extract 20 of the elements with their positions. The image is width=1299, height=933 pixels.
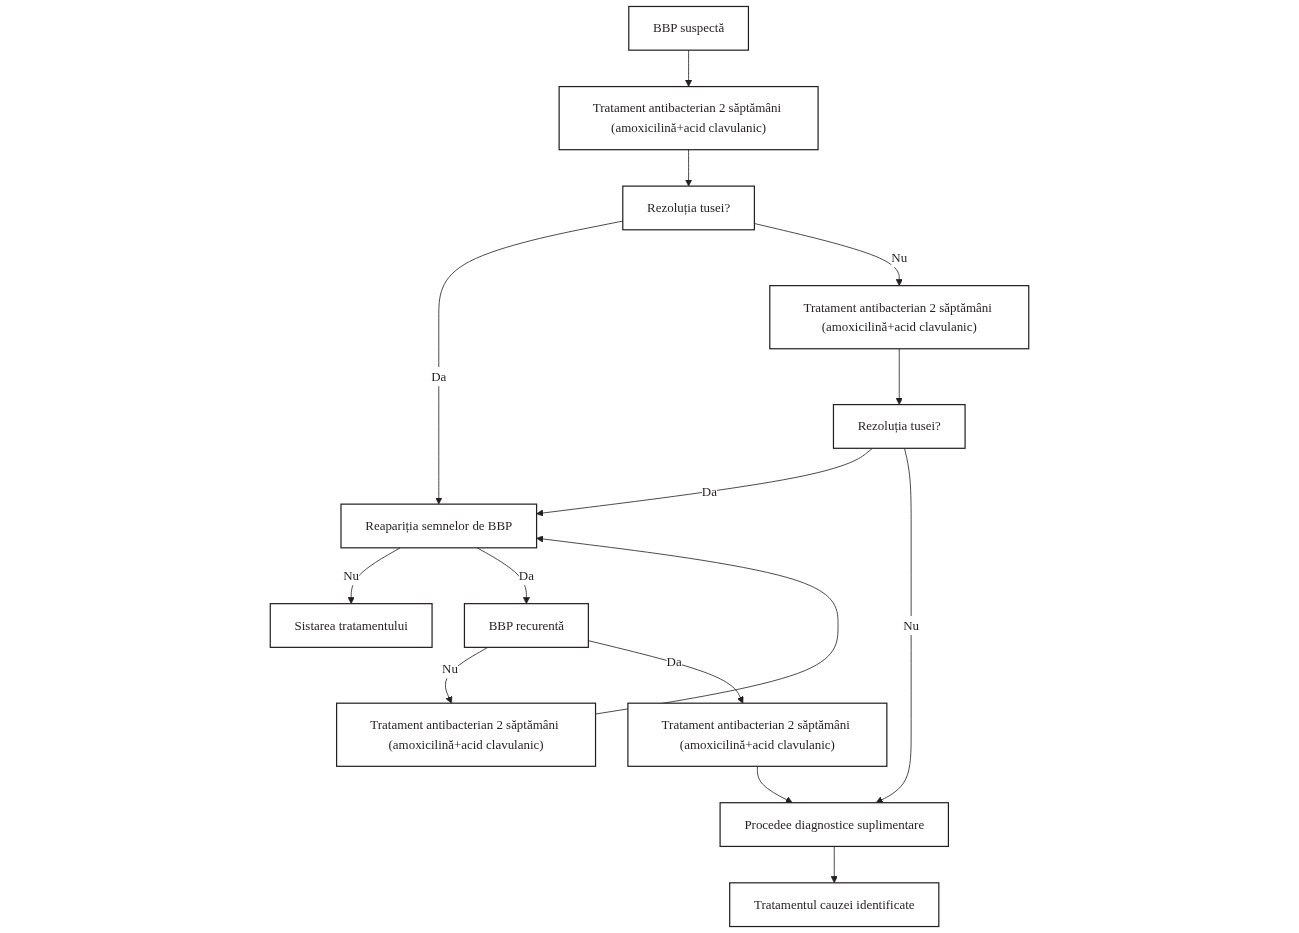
edge-label: Nu (442, 661, 458, 676)
node-box: Procedee diagnostice suplimentare (719, 802, 949, 848)
node-box: BBP recurentă (463, 603, 589, 648)
node-box: Tratament antibacterian 2 săptămâni (amoxicilină+acid clavulanic) (627, 702, 888, 767)
node-box: Reapariția semnelor de BBP (340, 503, 538, 549)
node-box: BBP suspectă (628, 5, 750, 51)
node-box: Tratament antibacterian 2 săptămâni (amoxicilină+acid clavulanic) (558, 85, 819, 151)
node-box: Tratament antibacterian 2 săptămâni (amoxicilină+acid clavulanic) (336, 702, 597, 767)
edge-label: Da (431, 369, 447, 384)
edge-label: Da (701, 484, 717, 499)
node-box: Tratamentul cauzei identificate (729, 882, 940, 928)
edge-label: Da (666, 654, 682, 669)
node-box: Rezoluția tusei? (622, 185, 755, 231)
node-box: Sistarea tratamentului (269, 603, 433, 648)
edge-label: Nu (903, 618, 920, 632)
node-box: Tratament antibacterian 2 săptămâni (amoxicilină+acid clavulanic) (769, 285, 1030, 350)
edge-label: Nu (343, 568, 360, 583)
edge-label: Nu (891, 250, 908, 265)
node-box: Rezoluția tusei? (832, 404, 966, 449)
edge-label: Da (518, 568, 534, 583)
